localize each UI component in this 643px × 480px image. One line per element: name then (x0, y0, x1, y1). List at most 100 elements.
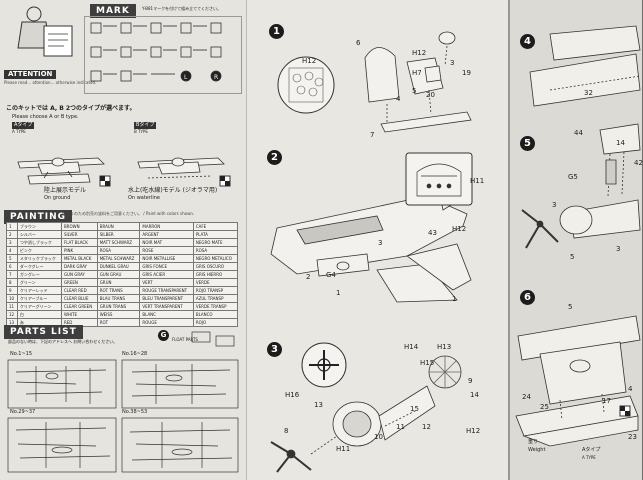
option-subtitle: Please choose A or B type. (12, 114, 79, 120)
mark-note: Y-B81マークを付けて組み立ててください。 (142, 6, 221, 11)
step-5-badge: 5 (520, 136, 535, 151)
type-b-label: Bタイプ (134, 122, 157, 129)
step-2-badge: 2 (267, 150, 282, 165)
parts-note: 部品のない時は、下記のアドレスへ お問い合わせください。 (8, 339, 118, 344)
paint-cell: ガングレー (16, 270, 62, 279)
paint-cell: ダークグレー (16, 262, 62, 271)
paint-cell: GUN GRAU (96, 270, 141, 279)
parts-list-header: PARTS LIST (4, 325, 83, 339)
paint-cell: ROJO TRANSP (192, 286, 239, 295)
parts-group-3: No.29~37 (10, 409, 36, 415)
paint-cell: VERT TRANSPARENT (139, 302, 194, 311)
type-a-label: Aタイプ (12, 122, 35, 129)
paint-cell: クリアーレッド (16, 286, 62, 295)
paint-cell: クリアーグリーン (16, 302, 62, 311)
part-number-label: 19 (462, 69, 471, 77)
part-number-label: 14 (470, 391, 479, 399)
type-b-caption-en: On waterline (128, 195, 160, 201)
parts-group-4: No.38~53 (122, 409, 148, 415)
part-number-label: H12 (452, 225, 467, 233)
attention-label: ATTENTION (4, 70, 57, 79)
paint-cell: 2 (6, 230, 18, 239)
svg-text:R: R (214, 74, 218, 81)
mark-icons-illustration: L R (90, 22, 222, 82)
paint-cell: ROSA (192, 246, 239, 255)
part-number-label: 4 (628, 385, 633, 393)
part-number-label: 17 (602, 397, 611, 405)
part-number-label: H15 (420, 359, 435, 367)
instruction-page-right: 4 5 6 重り (508, 0, 642, 480)
paint-cell: BLAU TRANS (96, 294, 141, 303)
step-1-cockpit-inset (277, 56, 335, 114)
step-4-badge: 4 (520, 34, 535, 49)
type-a-en: A TYPE (12, 129, 26, 134)
paint-cell: BLANCO (192, 310, 239, 319)
paint-cell: 5 (6, 254, 18, 263)
part-number-label: 5 (570, 253, 575, 261)
paint-cell: ROT TRANS (96, 286, 141, 295)
paint-cell: 11 (6, 302, 18, 311)
step-2-fuselage-assembly (270, 167, 472, 303)
painting-header: PAINTING (4, 210, 73, 224)
paint-cell: PINK (60, 246, 98, 255)
part-number-label: 3 (378, 239, 383, 247)
part-number-label: H12 (412, 49, 427, 57)
paint-cell: GRIS ACIER (139, 270, 194, 279)
paint-cell: CLEAR BLUE (60, 294, 98, 303)
step-3-engine-assembly (270, 355, 462, 473)
paint-cell: GRIS OSCURO (192, 262, 239, 271)
paint-cell: グリーン (16, 278, 62, 287)
parts-group-2: No.16~28 (122, 351, 148, 357)
paint-cell: 8 (6, 278, 18, 287)
part-number-label: H7 (412, 69, 422, 77)
part-number-label: G4 (326, 271, 336, 279)
part-number-label: 5 (568, 303, 573, 311)
step-1-badge: 1 (269, 24, 284, 39)
step-2-canopy-inset (405, 152, 473, 206)
part-number-label: H12 (302, 57, 317, 65)
part-number-label: 15 (410, 405, 419, 413)
part-number-label: 11 (396, 423, 405, 431)
mark-icon-grid: L R (84, 16, 242, 94)
type-a-caption: 陸上展示モデル (44, 187, 87, 194)
paint-cell: VERDE (192, 278, 239, 287)
paint-cell: BLANC (139, 310, 194, 319)
paint-cell: 白 (16, 310, 62, 319)
weight-en: Weight (528, 447, 546, 453)
attention-warning-text: Please read... attention... otherwise in… (4, 80, 97, 85)
parts-circle-badge: G (158, 330, 169, 341)
paint-cell: BLEU TRANSPARENT (139, 294, 194, 303)
paint-cell: ROT (96, 318, 141, 327)
paint-cell: GRIS FONCE (139, 262, 194, 271)
part-number-label: H11 (336, 445, 351, 453)
paint-cell: 6 (6, 262, 18, 271)
paint-cell: MATT SCHWARZ (96, 238, 141, 247)
paint-cell: NOIR MAT (139, 238, 194, 247)
option-header: このキットでは A, B 2つのタイプが選べます。 (6, 105, 136, 112)
paint-cell: シルバー (16, 230, 62, 239)
part-number-label: H13 (437, 343, 452, 351)
paint-cell: クリアーブルー (16, 294, 62, 303)
paint-cell: NEGRO MATE (192, 238, 239, 247)
paint-cell: ROUGE (139, 318, 194, 327)
part-number-label: 12 (422, 423, 431, 431)
paint-cell: FLAT BLACK (60, 238, 98, 247)
part-number-label: 3 (552, 201, 557, 209)
type-a-plane-illustration (17, 157, 111, 187)
part-number-label: 14 (616, 139, 625, 147)
paint-cell: CLEAR RED (60, 286, 98, 295)
step-6-final-assembly (515, 315, 641, 447)
paint-cell: 9 (6, 286, 18, 295)
paint-cell: NOIR METALLISE (139, 254, 194, 263)
paint-cell: ROUGE TRANSPARENT (139, 286, 194, 295)
paint-cell: ROSE (139, 246, 194, 255)
paint-cell: 12 (6, 310, 18, 319)
paint-cell: ROSA (96, 246, 141, 255)
paint-cell: GUN GRAY (60, 270, 98, 279)
